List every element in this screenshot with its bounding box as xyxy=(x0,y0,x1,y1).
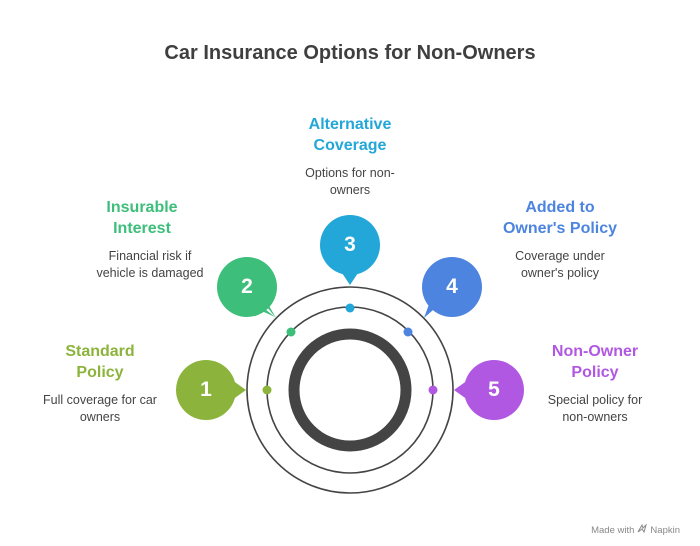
connector-dot-4 xyxy=(403,327,413,337)
step-4-title: Added to Owner's Policy xyxy=(502,199,618,237)
step-5-number: 5 xyxy=(488,378,500,401)
step-3-badge: 3 xyxy=(320,215,380,275)
step-2-title: Insurable Interest xyxy=(106,199,178,237)
step-1-badge: 1 xyxy=(176,360,236,420)
made-with-napkin-footer[interactable]: Made with Napkin xyxy=(591,523,680,536)
connector-dot-3 xyxy=(345,303,355,313)
step-2-description: Financial risk if vehicle is damaged xyxy=(96,249,204,280)
step-4-description: Coverage under owner's policy xyxy=(515,249,605,280)
step-3-number: 3 xyxy=(344,233,356,256)
step-2-number: 2 xyxy=(241,275,253,298)
inner-thick-ring xyxy=(288,328,412,452)
connector-dot-2 xyxy=(286,327,296,337)
footer-brand: Napkin xyxy=(650,524,680,536)
step-2-badge: 2 xyxy=(217,257,277,317)
step-1-title: Standard Policy xyxy=(65,343,135,381)
outer-ring xyxy=(246,286,454,494)
footer-text: Made with xyxy=(591,524,635,536)
step-5-badge: 5 xyxy=(464,360,524,420)
connector-dot-1 xyxy=(262,385,272,395)
step-5-title: Non-Owner Policy xyxy=(551,343,639,381)
step-1-number: 1 xyxy=(200,378,212,401)
step-3-description: Options for non- owners xyxy=(305,166,395,197)
step-1-description: Full coverage for car owners xyxy=(43,393,157,424)
napkin-logo-icon xyxy=(637,523,648,536)
step-4-number: 4 xyxy=(446,275,458,298)
page-title: Car Insurance Options for Non-Owners xyxy=(164,42,536,64)
step-3-title: Alternative Coverage xyxy=(308,116,392,154)
connector-dot-5 xyxy=(428,385,438,395)
step-5-description: Special policy for non-owners xyxy=(547,393,643,424)
step-4-badge: 4 xyxy=(422,257,482,317)
